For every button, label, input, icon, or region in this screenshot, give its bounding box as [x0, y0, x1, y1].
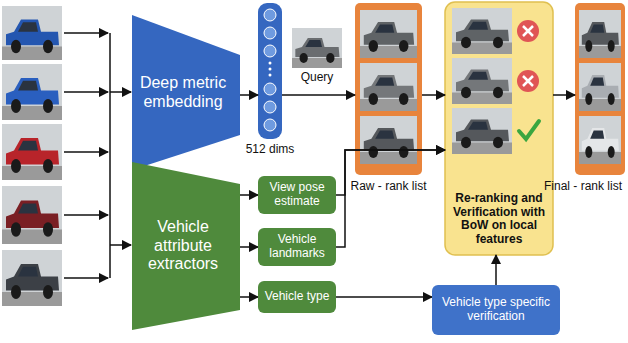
ranked-photo	[579, 10, 621, 58]
node-text: Vehicle type	[265, 290, 330, 304]
node-text: Deep metric embedding	[136, 74, 230, 111]
connector-arrow	[240, 246, 258, 248]
reject-cross	[523, 26, 533, 36]
rank-list-node: Raw - rank list	[355, 3, 422, 208]
vector-ellipsis	[269, 62, 272, 77]
input-line	[64, 32, 108, 34]
connector-arrow	[336, 150, 445, 247]
rank-panel	[355, 3, 422, 175]
node-text: Raw - rank list	[341, 180, 437, 194]
input-line	[64, 91, 108, 93]
ranked-photo	[452, 8, 512, 54]
rank-panel	[575, 3, 625, 175]
connector-arrow	[495, 255, 497, 285]
vector-cell	[264, 27, 276, 39]
feature-vector-node: 512 dims	[258, 3, 282, 160]
node-text: Vehicle landmarks	[262, 233, 332, 261]
connector-arrow	[336, 150, 445, 195]
ranked-photo	[579, 116, 621, 164]
reject-mark	[517, 20, 539, 42]
verification-box: Vehicle type specific verification	[432, 285, 560, 335]
ranked-photo	[452, 108, 512, 154]
trapezoid-shape	[132, 15, 240, 170]
ranked-photo	[360, 10, 417, 58]
query-label: Query	[287, 71, 347, 85]
feature-vector	[258, 3, 282, 139]
attribute-box: Vehicle type	[258, 281, 336, 313]
attribute-extractor: Vehicle attribute extractors	[132, 162, 240, 330]
connector-arrow	[240, 94, 258, 96]
bus-arrow	[110, 244, 131, 246]
reject-cross	[523, 76, 533, 86]
rank-list-node: Final - rank list	[575, 3, 625, 208]
ranked-photo	[360, 116, 417, 164]
trapezoid-shape	[132, 162, 240, 330]
vehicle-photo	[2, 250, 62, 306]
ranked-photo	[452, 58, 512, 104]
node-text: Final - rank list	[541, 180, 625, 194]
reject-mark	[517, 70, 539, 92]
vector-cell	[264, 45, 276, 57]
vector-cell	[264, 119, 276, 131]
bus-arrow	[110, 91, 131, 93]
rerank-node: Re-ranking and Verification with BoW on …	[445, 2, 553, 255]
vehicle-photo	[2, 186, 62, 244]
node-text: Vehicle attribute extractors	[136, 218, 230, 273]
vehicle-photo	[2, 6, 62, 60]
node-text: View pose estimate	[262, 181, 332, 209]
node-text: Re-ranking and Verification with BoW on …	[450, 192, 548, 247]
attribute-box: View pose estimate	[258, 176, 336, 214]
attribute-box: Vehicle landmarks	[258, 228, 336, 266]
input-line	[64, 214, 108, 216]
bus-line	[109, 33, 111, 278]
input-line	[64, 277, 108, 279]
vector-cell	[264, 9, 276, 21]
vector-cells	[264, 9, 276, 131]
vector-cell	[264, 83, 276, 95]
embedding-network: Deep metric embedding	[132, 15, 240, 170]
connector-arrow	[240, 296, 258, 298]
ellipsis-dot	[269, 62, 272, 65]
connector-arrow	[240, 194, 258, 196]
vehicle-photo	[2, 124, 62, 180]
accept-check	[519, 121, 539, 139]
vehicle-photo	[2, 64, 62, 120]
ranked-photo	[360, 63, 417, 111]
input-bus	[64, 33, 131, 278]
connector-arrow	[282, 94, 355, 96]
connector-arrow	[553, 94, 575, 96]
vector-cell	[264, 101, 276, 113]
ellipsis-dot	[269, 74, 272, 77]
connector-arrow	[422, 94, 445, 96]
connector-arrow	[336, 296, 432, 298]
node-text: Vehicle type specific verification	[438, 296, 554, 324]
query-photo	[292, 28, 342, 68]
input-line	[64, 151, 108, 153]
rerank-panel	[445, 2, 553, 255]
node-text: 512 dims	[240, 143, 300, 157]
ranked-photo	[579, 63, 621, 111]
ellipsis-dot	[269, 68, 272, 71]
